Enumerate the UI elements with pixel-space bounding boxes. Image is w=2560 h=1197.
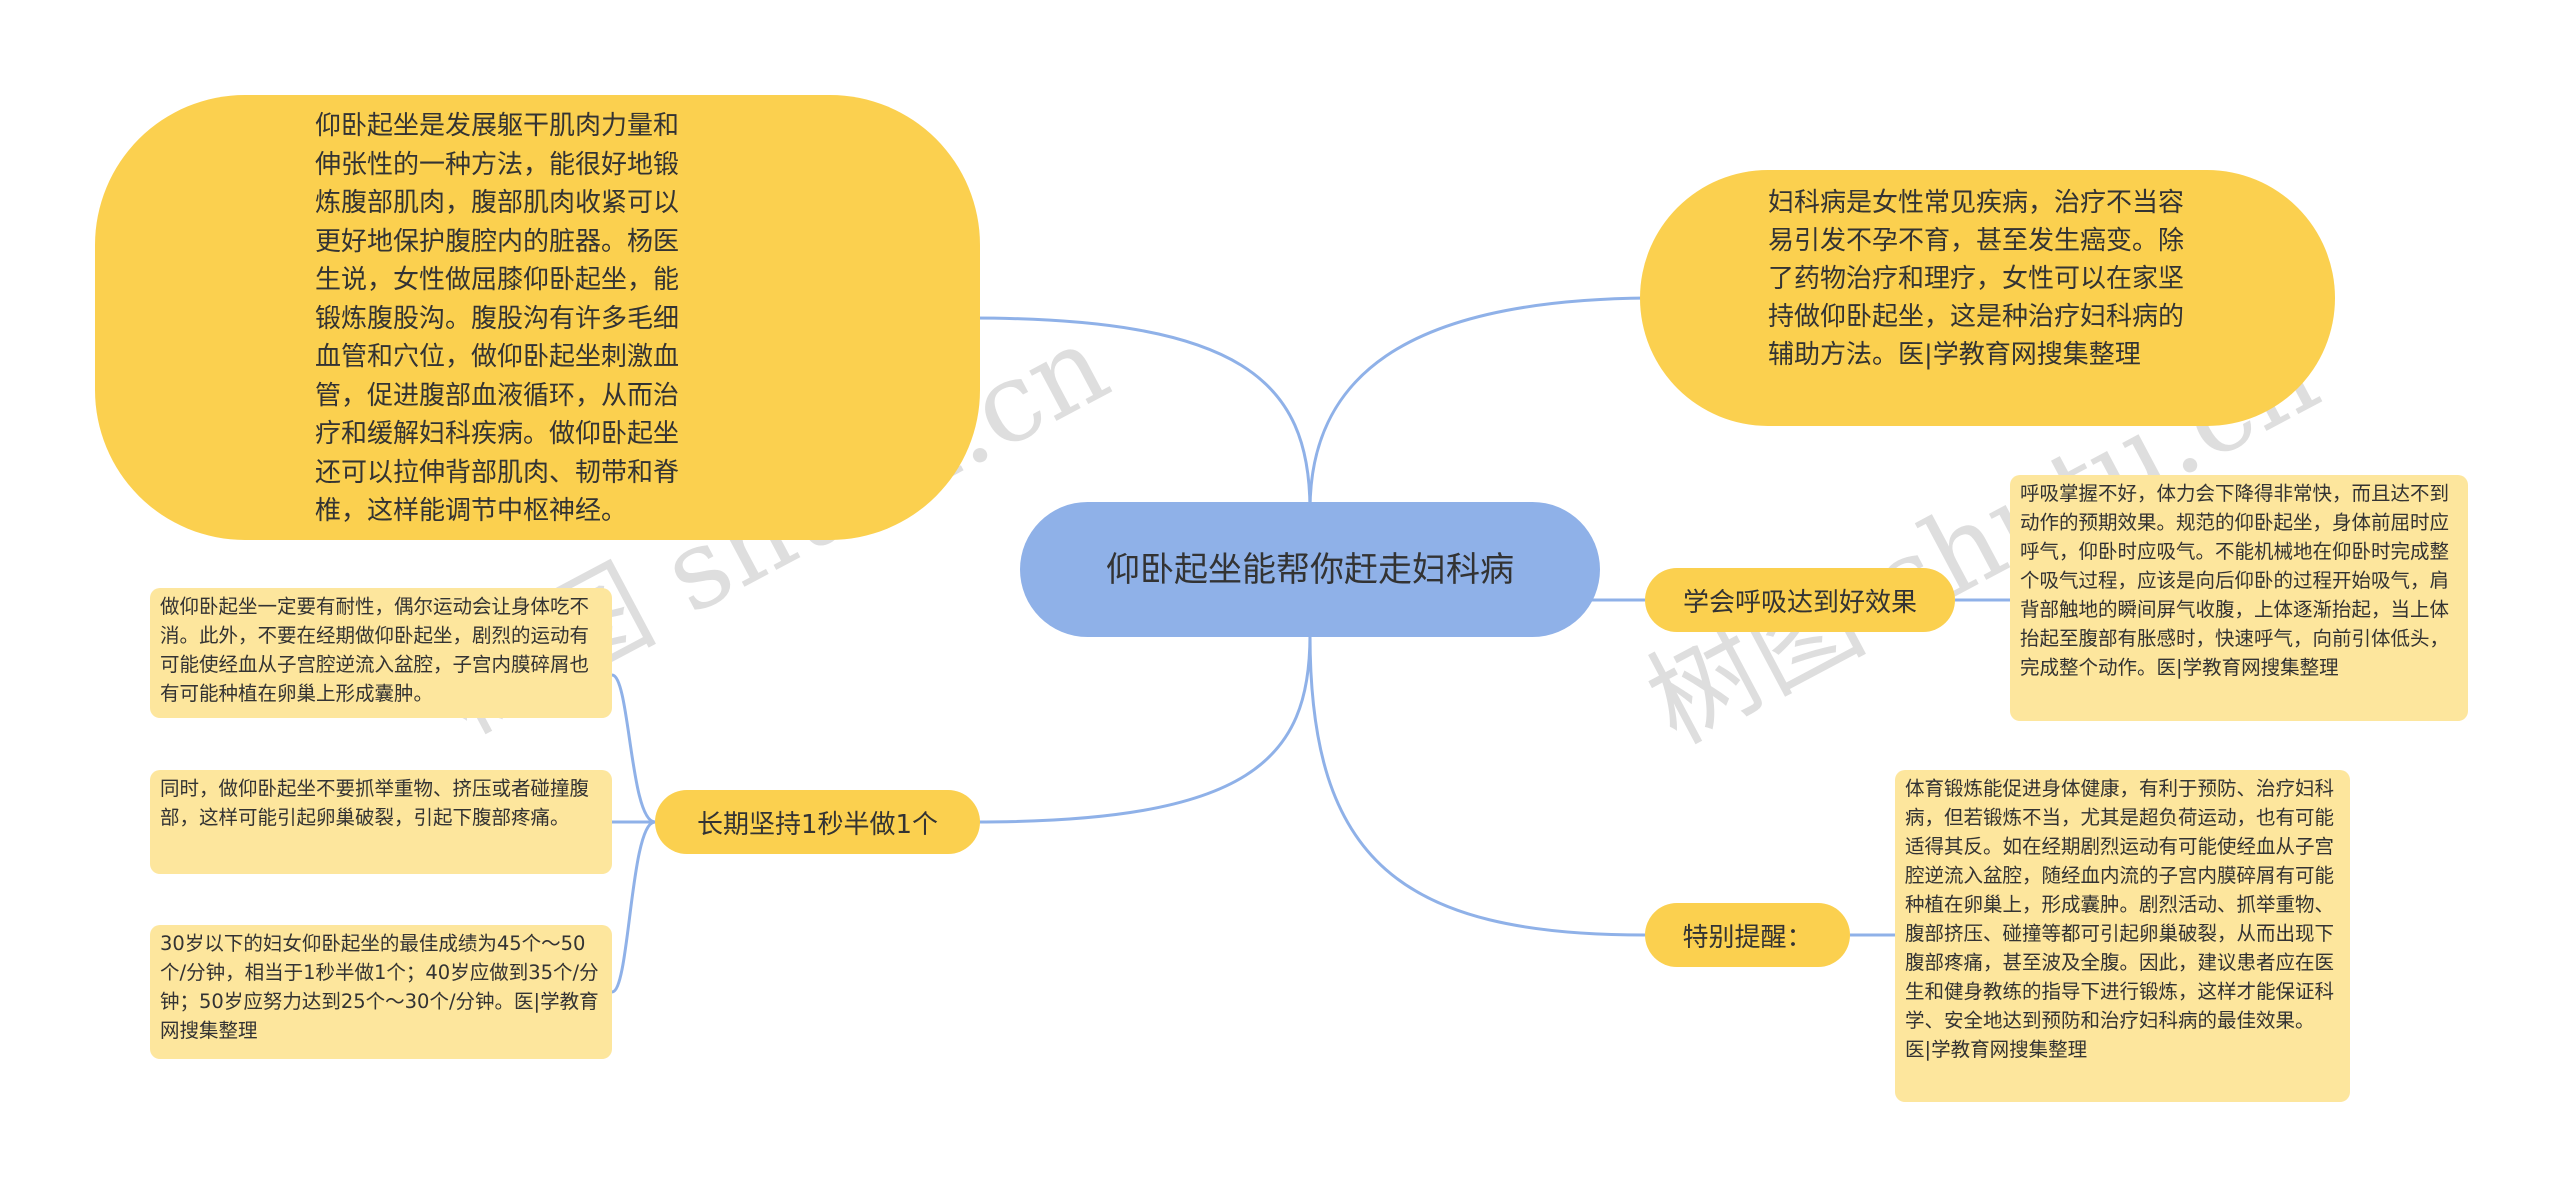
leaf-best-score-text: 30岁以下的妇女仰卧起坐的最佳成绩为45个～50个/分钟，相当于1秒半做1个；4… (160, 932, 599, 1042)
branch-breathing-label: 学会呼吸达到好效果 (1682, 587, 1917, 618)
top-right-bubble: 妇科病是女性常见疾病，治疗不当容易引发不孕不育，甚至发生癌变。除了药物治疗和理疗… (1640, 170, 2335, 426)
leaf-breathing-text: 呼吸掌握不好，体力会下降得非常快，而且达不到动作的预期效果。规范的仰卧起坐，身体… (2020, 482, 2450, 679)
leaf-special-reminder: 体育锻炼能促进身体健康，有利于预防、治疗妇科病，但若锻炼不当，尤其是超负荷运动，… (1895, 770, 2350, 1102)
leaf-breathing: 呼吸掌握不好，体力会下降得非常快，而且达不到动作的预期效果。规范的仰卧起坐，身体… (2010, 475, 2468, 721)
leaf-no-pressure: 同时，做仰卧起坐不要抓举重物、挤压或者碰撞腹部，这样可能引起卵巢破裂，引起下腹部… (150, 770, 612, 874)
leaf-patience-text: 做仰卧起坐一定要有耐性，偶尔运动会让身体吃不消。此外，不要在经期做仰卧起坐，剧烈… (160, 595, 590, 705)
branch-long-term[interactable]: 长期坚持1秒半做1个 (655, 790, 980, 854)
leaf-patience: 做仰卧起坐一定要有耐性，偶尔运动会让身体吃不消。此外，不要在经期做仰卧起坐，剧烈… (150, 588, 612, 718)
leaf-no-pressure-text: 同时，做仰卧起坐不要抓举重物、挤压或者碰撞腹部，这样可能引起卵巢破裂，引起下腹部… (160, 777, 590, 829)
top-left-text: 仰卧起坐是发展躯干肌肉力量和伸张性的一种方法，能很好地锻炼腹部肌肉，腹部肌肉收紧… (315, 111, 680, 526)
branch-breathing[interactable]: 学会呼吸达到好效果 (1645, 568, 1955, 632)
branch-long-term-label: 长期坚持1秒半做1个 (696, 809, 939, 840)
leaf-special-reminder-text: 体育锻炼能促进身体健康，有利于预防、治疗妇科病，但若锻炼不当，尤其是超负荷运动，… (1905, 777, 2335, 1061)
leaf-best-score: 30岁以下的妇女仰卧起坐的最佳成绩为45个～50个/分钟，相当于1秒半做1个；4… (150, 925, 612, 1059)
branch-special-reminder-label: 特别提醒： (1682, 922, 1813, 953)
central-topic-label: 仰卧起坐能帮你赶走妇科病 (1106, 549, 1514, 590)
central-topic[interactable]: 仰卧起坐能帮你赶走妇科病 (1020, 502, 1600, 637)
top-right-text: 妇科病是女性常见疾病，治疗不当容易引发不孕不育，甚至发生癌变。除了药物治疗和理疗… (1768, 188, 2185, 370)
branch-special-reminder[interactable]: 特别提醒： (1645, 903, 1850, 967)
top-left-bubble: 仰卧起坐是发展躯干肌肉力量和伸张性的一种方法，能很好地锻炼腹部肌肉，腹部肌肉收紧… (95, 95, 980, 540)
